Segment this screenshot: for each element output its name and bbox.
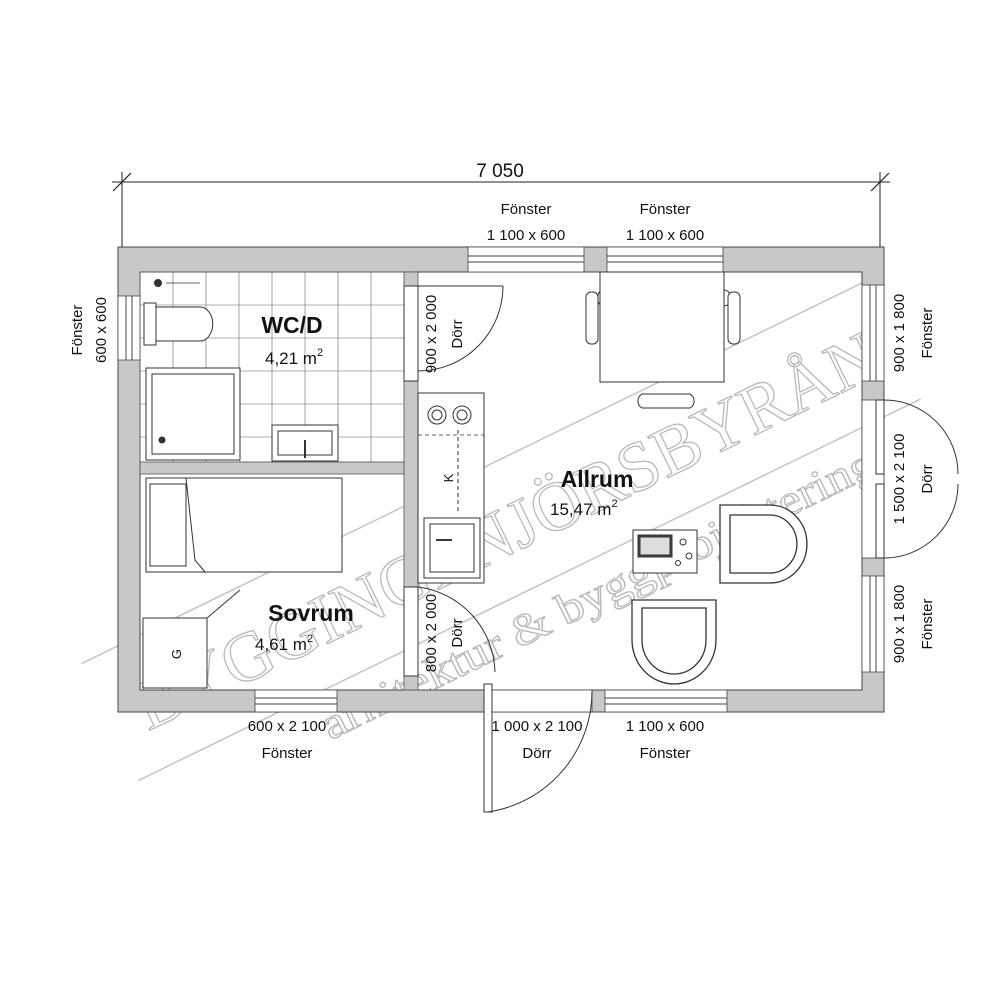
interior-walls bbox=[139, 271, 419, 691]
svg-text:900 x 1 800: 900 x 1 800 bbox=[891, 294, 908, 372]
wardrobe-label: G bbox=[169, 649, 184, 659]
bed-icon bbox=[145, 477, 343, 573]
svg-text:Fönster: Fönster bbox=[919, 599, 936, 650]
label-bottom-left-window: 600 x 2 100 Fönster bbox=[248, 718, 326, 762]
svg-text:Dörr: Dörr bbox=[449, 618, 466, 647]
room-name-wc: WC/D bbox=[261, 312, 322, 338]
svg-text:800 x 2 000: 800 x 2 000 bbox=[423, 594, 440, 672]
kitchen-label: K bbox=[441, 473, 456, 482]
room-name-allrum: Allrum bbox=[561, 466, 634, 492]
svg-text:900 x 1 800: 900 x 1 800 bbox=[891, 585, 908, 663]
label-wc-door: 900 x 2 000 Dörr bbox=[423, 295, 466, 373]
shower-icon bbox=[145, 367, 241, 461]
svg-text:Fönster: Fönster bbox=[640, 745, 691, 762]
wc-door bbox=[403, 285, 504, 382]
svg-text:1 500 x 2 100: 1 500 x 2 100 bbox=[891, 434, 908, 525]
bedroom-door bbox=[403, 586, 496, 677]
armchair-icon bbox=[631, 504, 808, 685]
wardrobe-icon: G bbox=[142, 589, 241, 689]
label-top-left-window: Fönster 1 100 x 600 bbox=[487, 201, 565, 244]
svg-text:Fönster: Fönster bbox=[501, 201, 552, 218]
toilet-icon bbox=[143, 279, 214, 346]
room-label-wc: WC/D 4,21 m2 bbox=[261, 312, 323, 368]
svg-text:1 100 x 600: 1 100 x 600 bbox=[626, 227, 704, 244]
label-left-window: Fönster 600 x 600 bbox=[69, 297, 110, 363]
room-area-wc: 4,21 m2 bbox=[265, 347, 323, 368]
room-area-sovrum: 4,61 m2 bbox=[255, 633, 313, 654]
overall-dimension: 7 050 bbox=[112, 161, 890, 248]
label-right-top-window: 900 x 1 800 Fönster bbox=[891, 294, 936, 372]
entrance-door bbox=[483, 683, 593, 813]
kitchen-counter: K bbox=[417, 392, 485, 584]
svg-text:Fönster: Fönster bbox=[262, 745, 313, 762]
svg-text:Fönster: Fönster bbox=[69, 305, 86, 356]
svg-text:1 100 x 600: 1 100 x 600 bbox=[487, 227, 565, 244]
washbasin-icon bbox=[271, 424, 339, 462]
label-right-door: 1 500 x 2 100 Dörr bbox=[891, 434, 936, 525]
wall-openings bbox=[117, 246, 885, 713]
label-entrance-door: 1 000 x 2 100 Dörr bbox=[492, 718, 583, 762]
svg-text:Dörr: Dörr bbox=[919, 464, 936, 493]
overall-dimension-label: 7 050 bbox=[476, 161, 524, 182]
label-right-bottom-window: 900 x 1 800 Fönster bbox=[891, 585, 936, 663]
svg-text:600 x 2 100: 600 x 2 100 bbox=[248, 718, 326, 735]
svg-text:Fönster: Fönster bbox=[640, 201, 691, 218]
svg-text:Fönster: Fönster bbox=[919, 308, 936, 359]
window-glazing bbox=[125, 255, 877, 705]
label-top-right-window: Fönster 1 100 x 600 bbox=[626, 201, 704, 244]
svg-text:Dörr: Dörr bbox=[522, 745, 551, 762]
label-bedroom-door: 800 x 2 000 Dörr bbox=[423, 594, 466, 672]
room-label-allrum: Allrum 15,47 m2 bbox=[550, 466, 633, 519]
label-bottom-right-window: 1 100 x 600 Fönster bbox=[626, 718, 704, 762]
room-area-allrum: 15,47 m2 bbox=[550, 498, 618, 519]
svg-text:1 100 x 600: 1 100 x 600 bbox=[626, 718, 704, 735]
svg-text:900 x 2 000: 900 x 2 000 bbox=[423, 295, 440, 373]
patio-door bbox=[875, 399, 959, 559]
svg-text:600 x 600: 600 x 600 bbox=[93, 297, 110, 363]
room-label-sovrum: Sovrum 4,61 m2 bbox=[255, 600, 354, 654]
svg-text:Dörr: Dörr bbox=[449, 319, 466, 348]
room-name-sovrum: Sovrum bbox=[268, 600, 354, 626]
dining-table-icon bbox=[585, 271, 741, 409]
svg-text:1 000 x 2 100: 1 000 x 2 100 bbox=[492, 718, 583, 735]
coffee-table-icon bbox=[632, 529, 698, 574]
